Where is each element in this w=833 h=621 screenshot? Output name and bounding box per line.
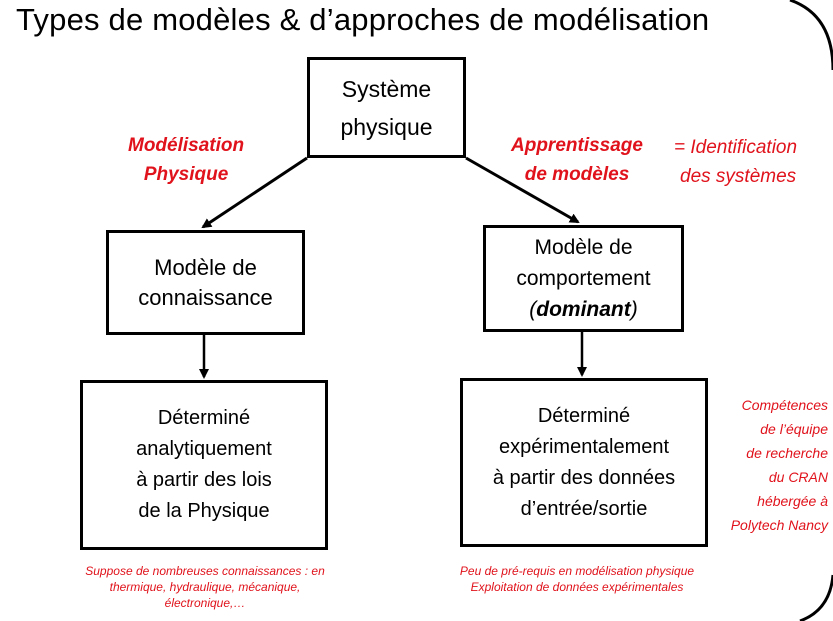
node-text: connaissance — [138, 284, 273, 310]
node-text: Système — [341, 75, 432, 102]
node-text: de la Physique — [138, 500, 270, 522]
edge-label-modelisation-physique: Modélisation Physique — [128, 135, 245, 185]
note-left: Suppose de nombreuses connaissances : en… — [85, 564, 325, 610]
edge-label-identification: = Identification des systèmes — [674, 137, 798, 187]
close-paren: ) — [630, 298, 638, 321]
node-text: Modèle de — [534, 236, 633, 259]
emphasis-text: dominant — [536, 298, 631, 321]
node-text: expérimentalement — [498, 435, 670, 458]
node-text: Déterminé — [157, 407, 251, 429]
node-text: Déterminé — [537, 404, 631, 427]
node-text: à partir des données — [492, 466, 676, 489]
node-determine-experimentalement: Déterminé expérimentalement à partir des… — [460, 378, 708, 547]
open-paren: ( — [529, 298, 537, 321]
page-title: Types de modèles & d’approches de modéli… — [16, 2, 710, 37]
node-systeme-physique: Système physique — [307, 57, 466, 158]
node-text: d’entrée/sortie — [520, 497, 648, 520]
node-text: physique — [340, 113, 433, 140]
node-text: Modèle de — [154, 254, 257, 280]
note-side: Compétences de l’équipe de recherche du … — [730, 397, 828, 533]
node-modele-connaissance: Modèle de connaissance — [106, 230, 305, 335]
arrow-systeme-to-comportement — [465, 156, 580, 224]
note-right: Peu de pré-requis en modélisation physiq… — [459, 564, 695, 594]
node-text: analytiquement — [136, 438, 272, 460]
node-determine-analytiquement: Déterminé analytiquement à partir des lo… — [80, 380, 328, 550]
node-emphasis-line: (dominant) — [529, 294, 638, 325]
node-modele-comportement: Modèle de comportement (dominant) — [483, 225, 684, 332]
node-text: à partir des lois — [136, 469, 272, 491]
slide-corner-curve-bottom — [799, 574, 833, 621]
slide-corner-curve — [789, 0, 833, 71]
node-text: comportement — [516, 267, 651, 290]
arrow-systeme-to-connaissance — [201, 156, 308, 229]
edge-label-apprentissage: Apprentissage de modèles — [511, 135, 643, 185]
